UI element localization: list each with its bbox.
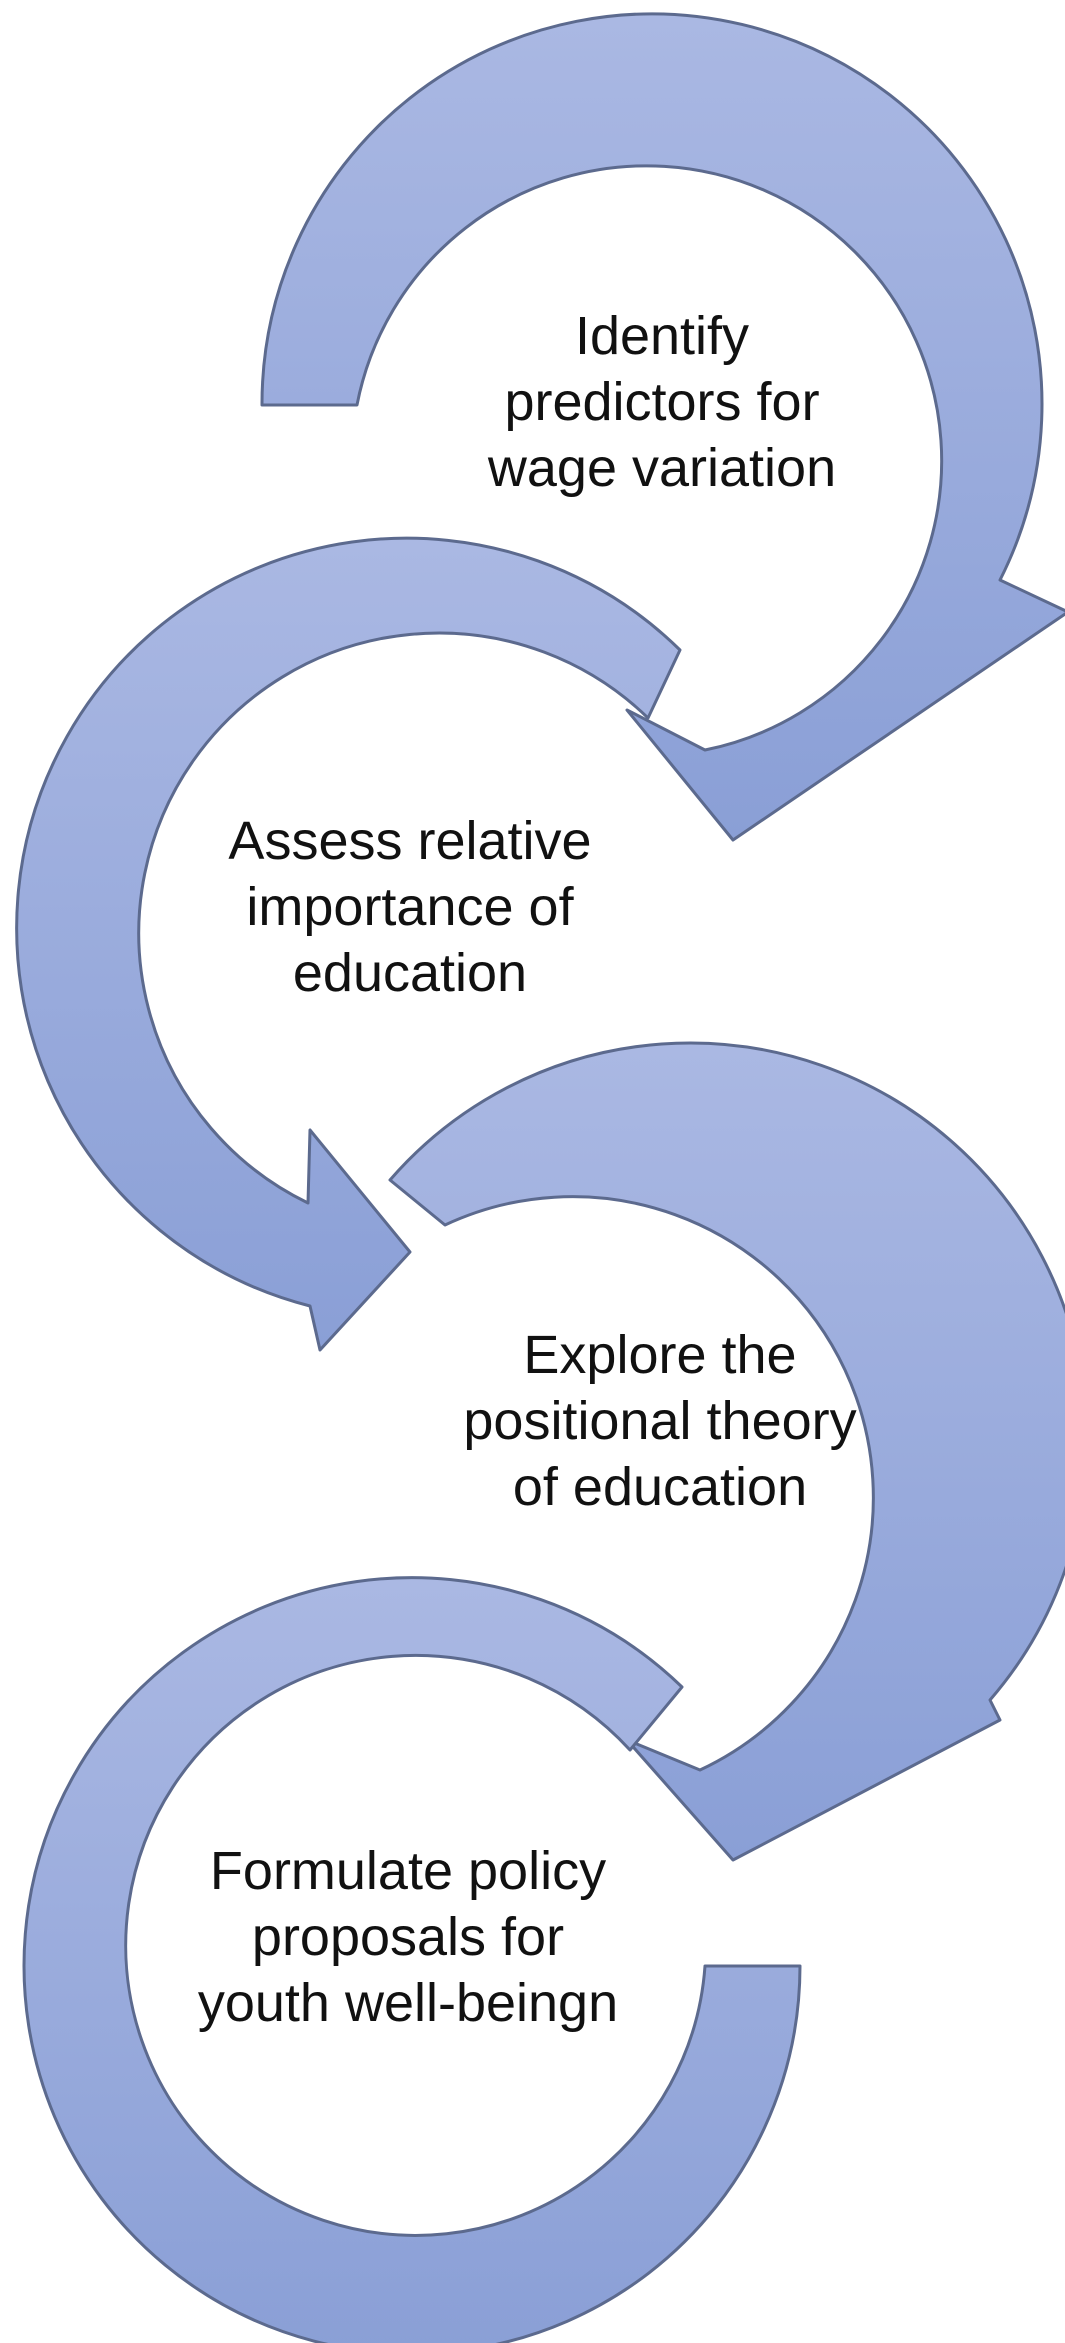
step-1-line-2: predictors for (504, 372, 820, 432)
step-2-text: Assess relative importance of education (190, 808, 630, 1006)
step-4-line-3: youth well-beingn (197, 1973, 619, 2033)
step-1-line-3: wage variation (487, 438, 837, 498)
step-1-text: Identify predictors for wage variation (452, 303, 872, 501)
step-4-line-2: proposals for (251, 1907, 565, 1967)
circular-arrow-4 (22, 1576, 802, 2343)
circular-arrow-3 (388, 1041, 1065, 1862)
step-4-text: Formulate policy proposals for youth wel… (148, 1838, 668, 2036)
step-4-line-1: Formulate policy (209, 1841, 607, 1901)
step-3-text: Explore the positional theory of educati… (420, 1322, 900, 1520)
circular-arrow-1 (260, 12, 1065, 842)
step-3-line-1: Explore the (523, 1325, 797, 1385)
step-3-line-2: positional theory (463, 1391, 857, 1451)
step-3-line-3: of education (512, 1457, 808, 1517)
step-2-line-1: Assess relative (228, 811, 592, 871)
circular-arrow-2 (15, 536, 682, 1352)
step-2-line-2: importance of (246, 877, 574, 937)
step-1-line-1: Identify (574, 306, 750, 366)
step-2-line-3: education (292, 943, 528, 1003)
